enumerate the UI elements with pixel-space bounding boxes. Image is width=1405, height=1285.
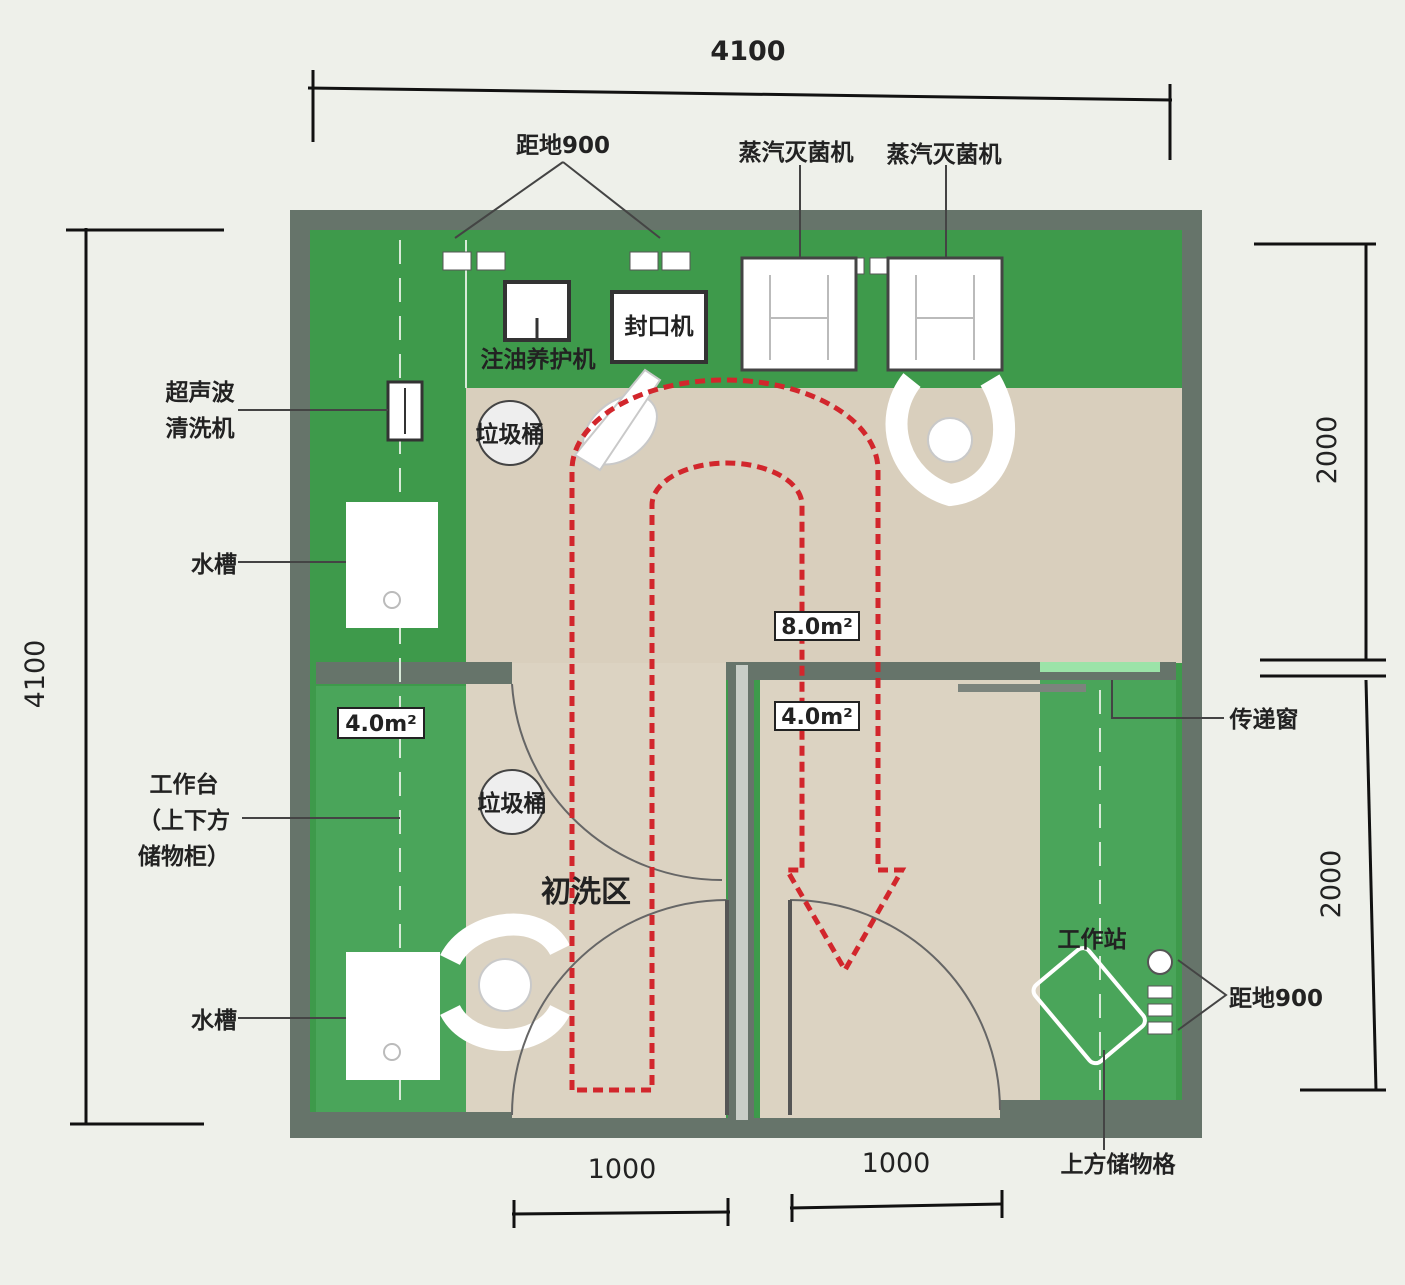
sink-2-drain [383, 1043, 401, 1061]
label-steam-sterilizer-1: 蒸汽灭菌机 [739, 139, 854, 166]
label-height-900-top: 距地900 [516, 133, 610, 159]
trash-bin-1 [477, 400, 543, 466]
area-side-room: 4.0m² [781, 705, 853, 730]
dim-right-lower: 2000 [1316, 850, 1347, 919]
label-height-900-right: 距地900 [1229, 986, 1323, 1012]
label-oil-injection: 注油养护机 [481, 346, 596, 373]
right-counter [1040, 680, 1176, 1100]
sink-1-basin [346, 502, 438, 628]
label-steam-sterilizer-2: 蒸汽灭菌机 [887, 141, 1002, 168]
dim-top-width: 4100 [710, 36, 785, 67]
trash-bin-2 [479, 769, 545, 835]
pass-window-shelf [958, 684, 1086, 692]
pass-window-glass [1040, 662, 1160, 672]
area-badge-side [774, 701, 860, 731]
worker-figure-2 [885, 373, 1015, 507]
steam-sterilizer-1-door [769, 275, 829, 360]
label-sink-2: 水槽 [191, 1008, 237, 1034]
side-room-floor [760, 680, 1040, 1118]
dimension-lines [66, 70, 1386, 1228]
label-sink-1: 水槽 [191, 552, 237, 578]
label-pre-wash-zone: 初洗区 [541, 875, 631, 910]
sink-2-basin [346, 952, 440, 1080]
dim-left-height: 4100 [20, 640, 51, 709]
steam-sterilizer-1 [740, 256, 858, 372]
label-workstation: 工作站 [1058, 927, 1127, 953]
bottom-right-wall [1000, 1100, 1182, 1118]
dim-bottom-right: 1000 [862, 1148, 931, 1179]
dim-bottom-left: 1000 [588, 1154, 657, 1185]
label-pass-window: 传递窗 [1229, 706, 1299, 733]
label-trash-bin-2: 垃圾桶 [478, 790, 547, 817]
door-swing-right [789, 899, 1001, 1111]
workflow-arrow [569, 377, 907, 1093]
area-main-room: 8.0m² [781, 615, 853, 640]
label-trash-bin-1: 垃圾桶 [476, 421, 545, 448]
leader-lines [238, 161, 1228, 1150]
area-left-counter: 4.0m² [345, 712, 417, 737]
middle-partition-wall [726, 662, 1056, 680]
vertical-partition-core [736, 665, 748, 1120]
worker-figure-3 [440, 913, 570, 1051]
sink-1-drain [383, 591, 401, 609]
workstation-outlet-round [1147, 949, 1173, 975]
label-ultrasonic: 超声波清洗机 [166, 380, 236, 442]
workstation-outlets [1147, 985, 1173, 1035]
area-badge-counter [337, 707, 425, 739]
workstation-tool [1031, 946, 1147, 1066]
steam-sterilizer-2-door [915, 275, 975, 360]
steam-sterilizer-2 [886, 256, 1004, 372]
label-sealing-machine: 封口机 [625, 314, 694, 340]
sealing-machine [610, 290, 708, 364]
dim-right-upper: 2000 [1312, 416, 1343, 485]
door-swing-inner [511, 683, 723, 882]
bottom-left-wall [310, 1112, 512, 1126]
left-partition-wall [316, 662, 512, 684]
label-upper-storage: 上方储物格 [1061, 1151, 1177, 1178]
area-badge-main [774, 611, 860, 641]
door-swing-left [511, 899, 728, 1116]
label-workbench: 工作台（上下方储物柜） [138, 771, 230, 870]
